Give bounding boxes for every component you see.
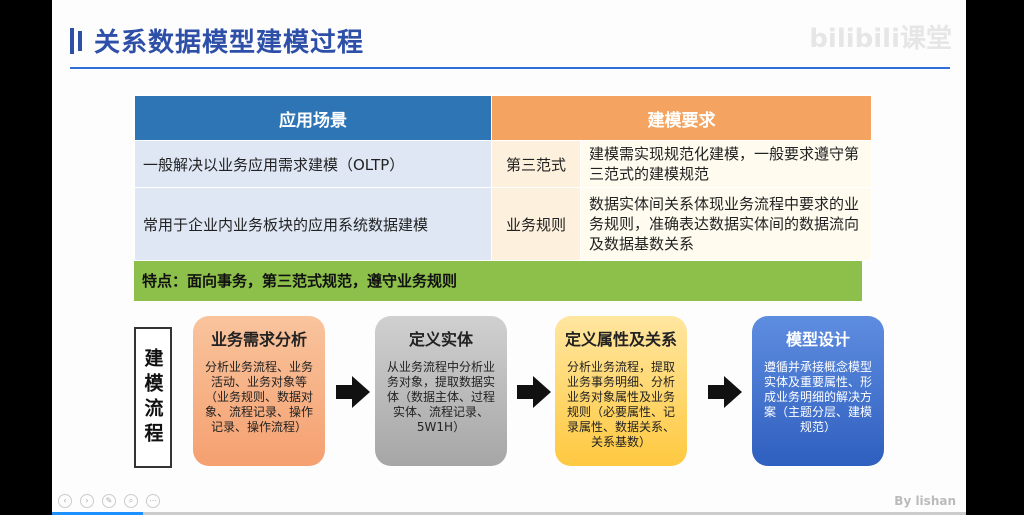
table-row: 常用于企业内业务板块的应用系统数据建模 业务规则 数据实体间关系体现业务流程中要… xyxy=(134,187,872,261)
video-progress-bar[interactable] xyxy=(52,512,966,515)
step-define-entity: 定义实体 从业务流程中分析业务对象，提取数据实体（数据主体、过程实体、流程记录、… xyxy=(375,316,507,466)
step-business-analysis: 业务需求分析 分析业务流程、业务活动、业务对象等（业务规则、数据对象、流程记录、… xyxy=(193,316,325,466)
right-margin xyxy=(966,0,1024,515)
author-credit: By lishan xyxy=(894,494,956,508)
step-title: 定义实体 xyxy=(408,330,473,349)
pen-icon[interactable]: ✎ xyxy=(102,494,116,508)
header-scenario: 应用场景 xyxy=(134,95,492,141)
title-underline xyxy=(70,67,950,69)
menu-icon[interactable]: ⋯ xyxy=(146,494,160,508)
scenario-cell: 常用于企业内业务板块的应用系统数据建模 xyxy=(134,187,492,261)
step-title: 定义属性及关系 xyxy=(564,330,677,349)
scenario-cell: 一般解决以业务应用需求建模（OLTP） xyxy=(134,140,492,188)
requirement-cell: 建模需实现规范化建模，一般要求遵守第三范式的建模规范 xyxy=(580,140,872,188)
flow-label: 建模流程 xyxy=(134,327,172,468)
title-mark-icon xyxy=(78,30,82,51)
progress-fill xyxy=(52,512,144,515)
next-icon[interactable]: › xyxy=(80,494,94,508)
step-title: 业务需求分析 xyxy=(210,330,307,349)
slide: 关系数据模型建模过程 bilibili课堂 应用场景 建模要求 一般解决以业务应… xyxy=(52,0,966,515)
step-define-attributes: 定义属性及关系 分析业务流程，提取业务事务明细、分析业务对象属性及业务规则（必要… xyxy=(555,316,687,466)
watermark: bilibili课堂 xyxy=(809,24,952,54)
step-body: 遵循并承接概念模型实体及重要属性、形成业务明细的解决方案（主题分层、建模规范） xyxy=(763,360,872,434)
tag-cell: 第三范式 xyxy=(491,140,581,188)
slide-toolbar: ‹ › ✎ ⌕ ⋯ xyxy=(58,494,160,508)
step-model-design: 模型设计 遵循并承接概念模型实体及重要属性、形成业务明细的解决方案（主题分层、建… xyxy=(752,316,884,466)
table-row: 一般解决以业务应用需求建模（OLTP） 第三范式 建模需实现规范化建模，一般要求… xyxy=(134,140,872,188)
feature-banner: 特点：面向事务，第三范式规范，遵守业务规则 xyxy=(134,261,862,301)
title-bar: 关系数据模型建模过程 xyxy=(70,22,364,59)
title-mark-icon xyxy=(70,27,74,54)
requirements-table: 应用场景 建模要求 一般解决以业务应用需求建模（OLTP） 第三范式 建模需实现… xyxy=(134,95,872,261)
step-body: 从业务流程中分析业务对象，提取数据实体（数据主体、过程实体、流程记录、5W1H） xyxy=(386,360,495,434)
zoom-icon[interactable]: ⌕ xyxy=(124,494,138,508)
requirement-cell: 数据实体间关系体现业务流程中要求的业务规则，准确表达数据实体间的数据流向及数据基… xyxy=(580,187,872,261)
step-title: 模型设计 xyxy=(785,330,850,349)
page-title: 关系数据模型建模过程 xyxy=(94,28,365,58)
step-body: 分析业务流程、业务活动、业务对象等（业务规则、数据对象、流程记录、操作记录、操作… xyxy=(204,360,313,434)
prev-icon[interactable]: ‹ xyxy=(58,494,72,508)
step-body: 分析业务流程，提取业务事务明细、分析业务对象属性及业务规则（必要属性、记录属性、… xyxy=(566,360,675,449)
tag-cell: 业务规则 xyxy=(491,187,581,261)
header-requirement: 建模要求 xyxy=(491,95,872,141)
